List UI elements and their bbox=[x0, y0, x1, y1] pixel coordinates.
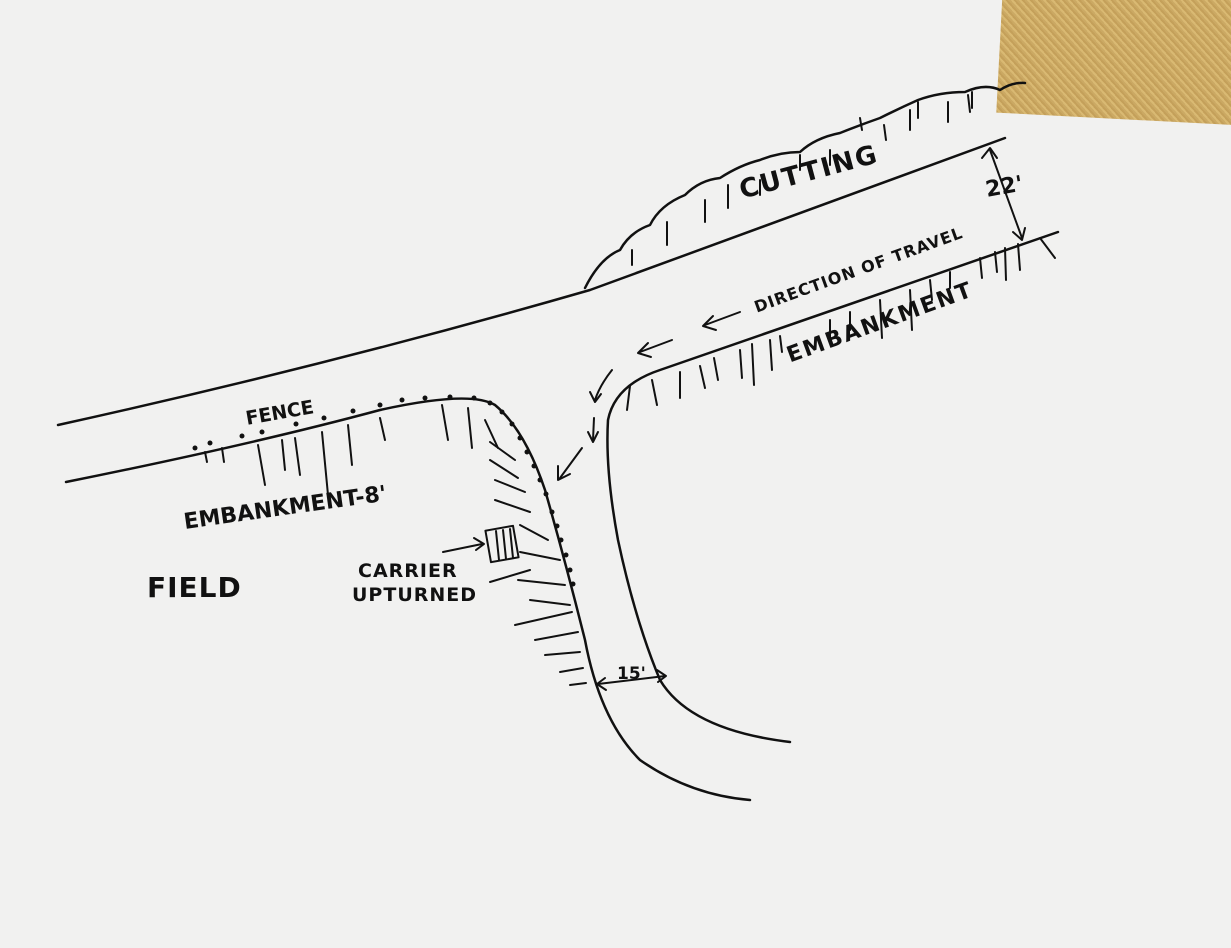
embankment-right-hatching bbox=[626, 237, 1056, 411]
carrier-symbol bbox=[484, 524, 520, 564]
dimension-arrow-22 bbox=[981, 147, 1026, 241]
dimension-arrow-15 bbox=[596, 669, 667, 691]
road-edge-upper bbox=[56, 136, 1007, 427]
carrier-leader-line bbox=[489, 569, 531, 583]
label-width-15: 15' bbox=[617, 664, 646, 684]
cutting-top-edge bbox=[583, 81, 1027, 290]
label-upturned: UPTURNED bbox=[352, 584, 478, 606]
label-field: FIELD bbox=[147, 571, 242, 604]
embankment-left-hatching bbox=[204, 404, 587, 686]
fence-dots bbox=[192, 394, 576, 587]
cutting-hatching bbox=[631, 91, 973, 266]
carrier-pointer-arrow bbox=[442, 537, 485, 553]
road-edge-lower-right bbox=[606, 230, 1060, 744]
label-carrier: CARRIER bbox=[358, 560, 458, 582]
direction-arrows bbox=[557, 311, 741, 481]
